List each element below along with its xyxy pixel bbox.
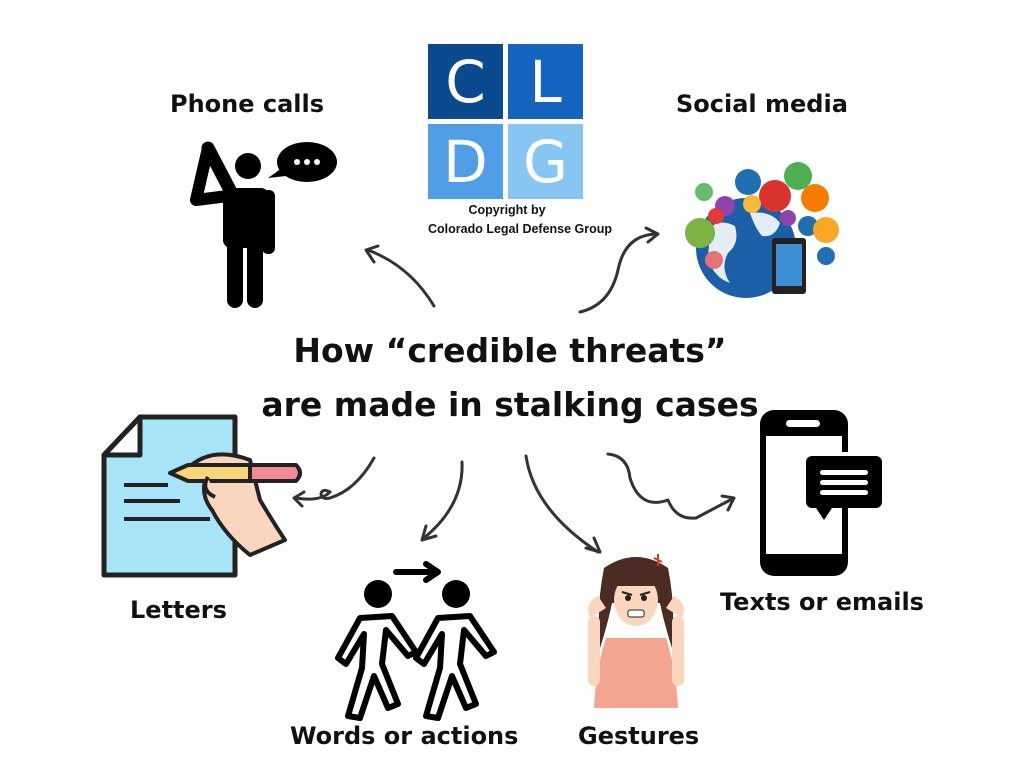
phone-message-icon [760,410,884,576]
logo-letter-c: C [428,44,503,119]
logo-letter-l: L [508,44,583,119]
person-on-phone-icon [190,141,337,308]
angry-woman-icon [588,554,684,708]
label-social-media: Social media [676,90,848,118]
label-letters: Letters [130,596,227,624]
logo-caption-line2: Colorado Legal Defense Group [428,222,613,236]
globe-social-media-icon [685,162,839,298]
logo-letter-d: D [428,124,503,199]
diagram-title-line2: are made in stalking cases [261,385,759,424]
label-texts-or-emails: Texts or emails [720,588,924,616]
logo-caption-line1: Copyright by [468,203,546,217]
people-following-icon [335,561,497,721]
cldg-logo: C L D G Copyright by Colorado Legal Defe… [428,44,613,237]
hand-writing-letter-icon [101,414,302,578]
label-phone-calls: Phone calls [170,90,325,118]
diagram-title-line1: How “credible threats” [293,331,727,370]
logo-grid: C L D G [428,44,586,199]
logo-letter-g: G [508,124,583,199]
label-words-or-actions: Words or actions [290,722,519,750]
label-gestures: Gestures [578,722,700,750]
